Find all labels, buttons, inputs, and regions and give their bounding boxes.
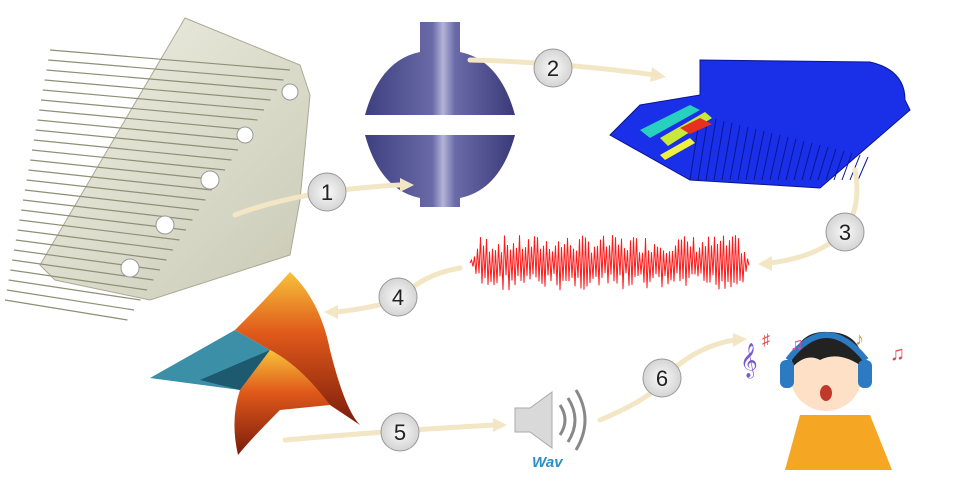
comb-cad-model (4, 17, 311, 321)
matlab-logo (150, 272, 360, 455)
svg-text:♪: ♪ (855, 329, 864, 349)
svg-text:♫: ♫ (790, 334, 804, 354)
speaker-icon (514, 389, 587, 451)
fem-simulation-result (609, 59, 911, 189)
svg-text:3: 3 (839, 220, 851, 245)
listener-with-headphones-illustration: 𝄞 ♫ ♪ ♫ ♯ (740, 329, 905, 470)
step-6-badge: 6 (642, 358, 682, 398)
step-5-badge: 5 (380, 412, 420, 452)
step-2-badge: 2 (533, 48, 573, 88)
wav-label: Wav (532, 454, 564, 471)
svg-text:6: 6 (656, 366, 668, 391)
svg-text:♫: ♫ (890, 343, 905, 365)
eclipse-fem-logo (365, 22, 515, 207)
svg-text:4: 4 (392, 285, 404, 310)
step-3-badge: 3 (825, 212, 865, 252)
arrow-heads (324, 67, 772, 432)
svg-text:2: 2 (547, 56, 559, 81)
step-1-badge: 1 (307, 172, 347, 212)
svg-text:1: 1 (321, 180, 333, 205)
svg-text:𝄞: 𝄞 (740, 343, 758, 379)
step-4-badge: 4 (378, 277, 418, 317)
svg-text:5: 5 (394, 420, 406, 445)
audio-waveform (469, 235, 750, 291)
svg-text:♯: ♯ (762, 332, 770, 349)
